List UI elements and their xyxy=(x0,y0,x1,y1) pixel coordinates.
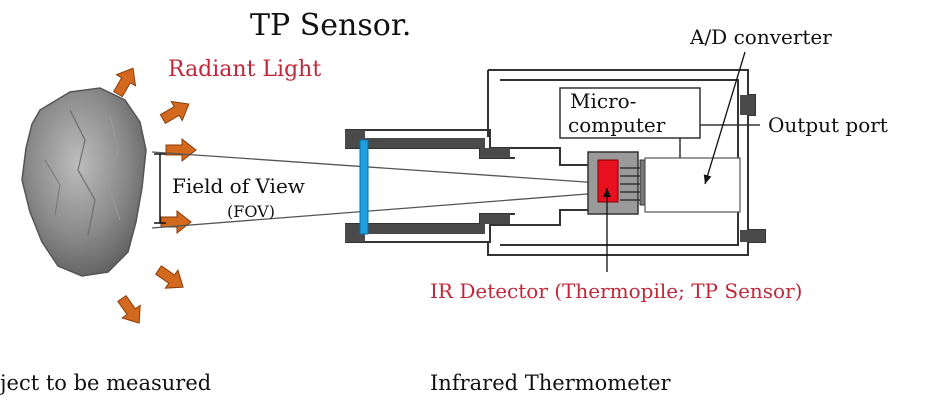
radiant-arrow-2 xyxy=(159,100,190,125)
radiant-arrow-5 xyxy=(154,265,184,289)
radiant-arrow-3 xyxy=(165,137,197,163)
connector-lines xyxy=(679,124,760,158)
object-rock xyxy=(21,87,147,277)
radiant-light-label: Radiant Light xyxy=(168,57,321,82)
microcomputer-label-line1: Micro- xyxy=(570,89,636,113)
microcomputer-label-line2: computer xyxy=(568,113,666,137)
ad-converter-box xyxy=(644,157,741,213)
sensor-assembly xyxy=(587,151,647,215)
output-port-label: Output port xyxy=(768,113,888,137)
radiant-arrow-1 xyxy=(112,67,137,98)
lens xyxy=(359,139,369,235)
fov-abbrev-label: (FOV) xyxy=(227,202,275,221)
fov-label: Field of View xyxy=(172,174,305,198)
ad-converter-label: A/D converter xyxy=(689,25,832,49)
fov-lines xyxy=(151,151,601,229)
ir-detector-label: IR Detector (Thermopile; TP Sensor) xyxy=(430,279,802,303)
diagram-title: TP Sensor. xyxy=(250,8,411,43)
ad-converter-pointer xyxy=(703,51,746,185)
microcomputer-box xyxy=(559,87,701,139)
radiant-arrows xyxy=(112,67,197,324)
radiant-arrow-4 xyxy=(160,209,192,235)
object-caption: ject to be measured xyxy=(0,371,211,395)
radiant-arrow-6 xyxy=(117,294,141,324)
thermometer-caption: Infrared Thermometer xyxy=(430,371,671,395)
fov-bracket xyxy=(154,153,166,224)
